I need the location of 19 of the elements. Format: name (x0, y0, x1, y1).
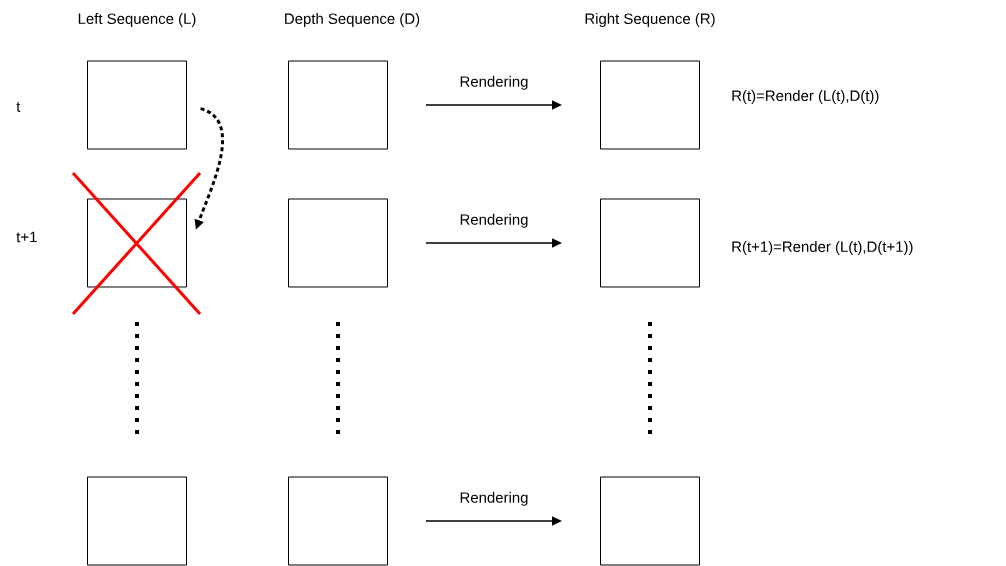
frame-box (87, 476, 187, 566)
frame-box (600, 476, 700, 566)
column-heading: Depth Sequence (D) (285, 13, 420, 27)
column-heading: Left Sequence (L) (78, 13, 196, 27)
row-label: t+1 (16, 231, 37, 243)
edge-label: Rendering (458, 74, 530, 91)
formula-text: R(t)=Render (L(t),D(t)) (732, 90, 879, 104)
frame-box (288, 198, 388, 288)
formula-text: R(t+1)=Render (L(t),D(t+1)) (732, 241, 913, 255)
frame-box (87, 198, 187, 288)
frame-box (600, 198, 700, 288)
edge-label: Rendering (458, 490, 530, 507)
frame-box (288, 476, 388, 566)
frame-box (87, 60, 187, 150)
column-heading: Right Sequence (R) (585, 13, 715, 27)
edge-label: Rendering (458, 212, 530, 229)
row-label: t (16, 102, 21, 112)
frame-box (288, 60, 388, 150)
frame-box (600, 60, 700, 150)
